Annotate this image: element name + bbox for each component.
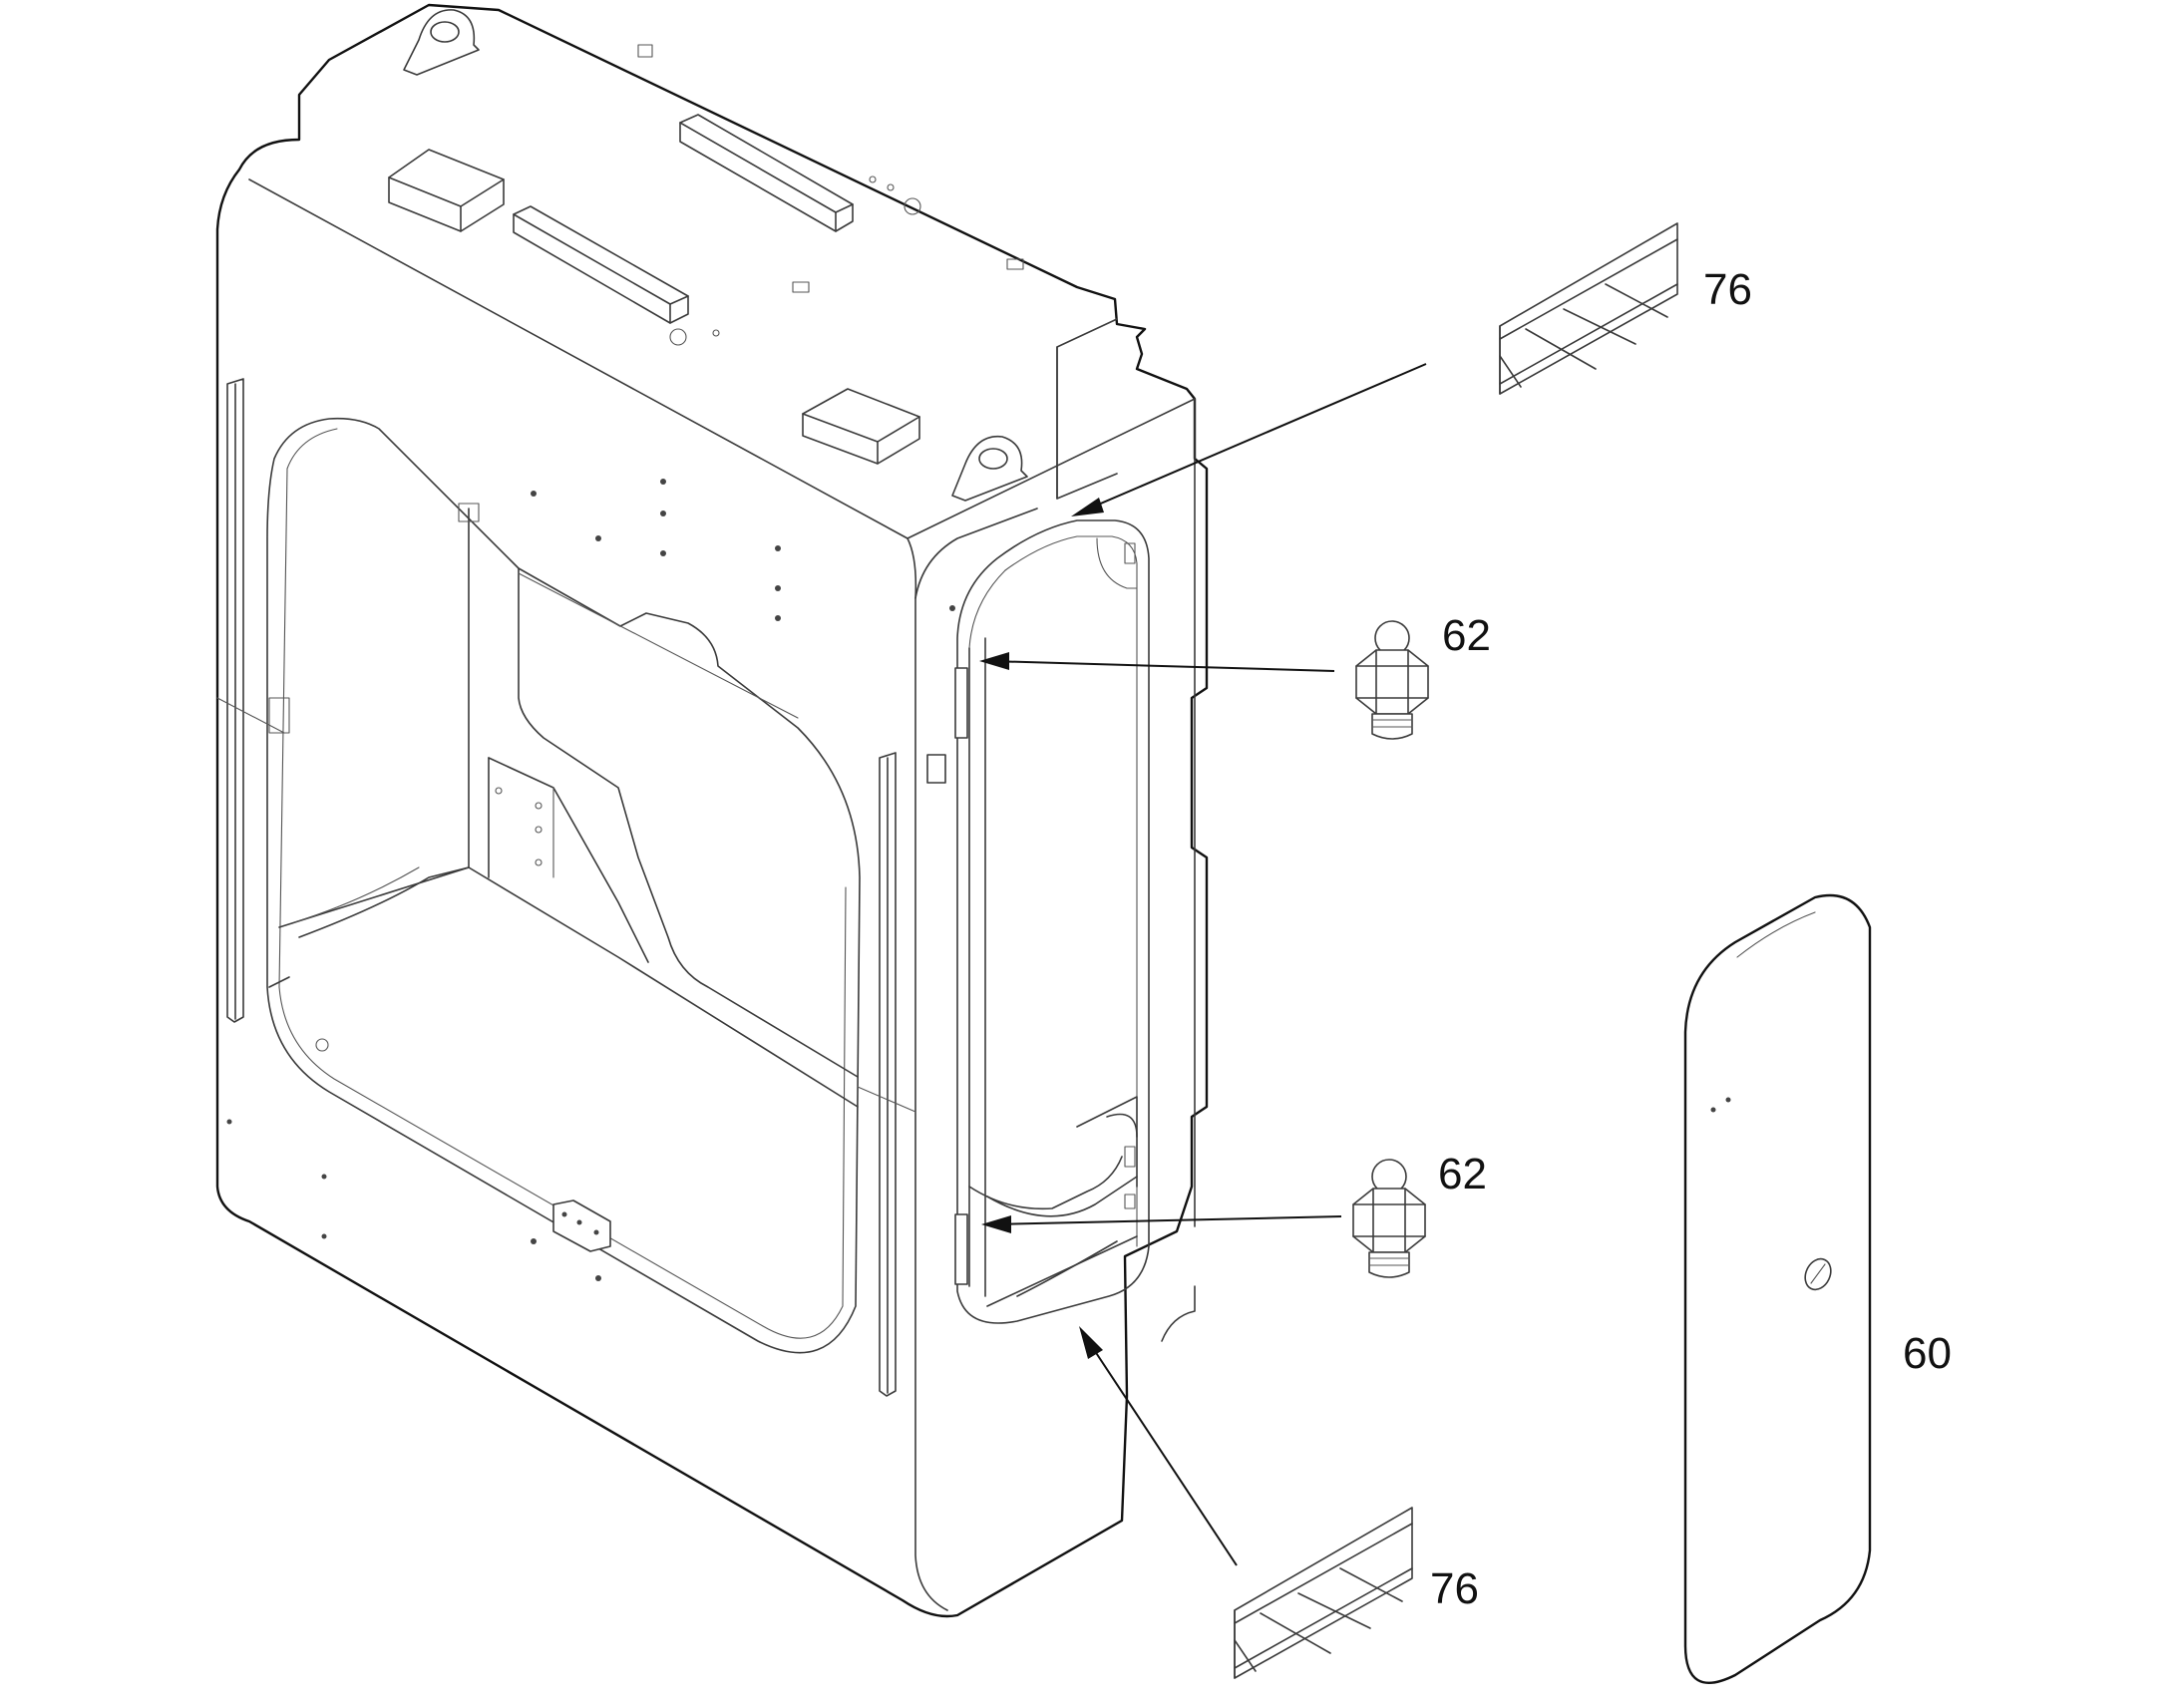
callout-76-bottom: 76 xyxy=(1430,1564,1479,1613)
side-window-opening xyxy=(266,417,861,1354)
grease-fitting-62-bottom xyxy=(1352,1159,1426,1278)
label-plate-76-bottom xyxy=(1234,1507,1413,1679)
leader-lines xyxy=(979,363,1427,1566)
front-access-opening xyxy=(926,519,1196,1342)
panel-fasteners xyxy=(531,479,955,621)
leader-76-bottom xyxy=(1084,1335,1238,1566)
leader-76-top xyxy=(1081,363,1427,512)
side-rails xyxy=(216,378,916,1397)
main-housing xyxy=(215,3,1209,1618)
leader-62-top xyxy=(989,660,1335,672)
callout-76-top: 76 xyxy=(1703,265,1752,314)
callout-62-bottom: 62 xyxy=(1438,1150,1487,1198)
callout-60: 60 xyxy=(1903,1329,1952,1378)
grease-fitting-62-top xyxy=(1355,620,1429,740)
label-plate-76-top xyxy=(1499,222,1678,395)
callout-62-top: 62 xyxy=(1442,611,1491,660)
top-mounting-pads xyxy=(388,9,1118,502)
leader-62-bottom xyxy=(991,1215,1342,1225)
callout-labels: 76 62 62 76 60 xyxy=(1430,265,1952,1613)
access-cover-panel-60 xyxy=(1683,893,1872,1684)
